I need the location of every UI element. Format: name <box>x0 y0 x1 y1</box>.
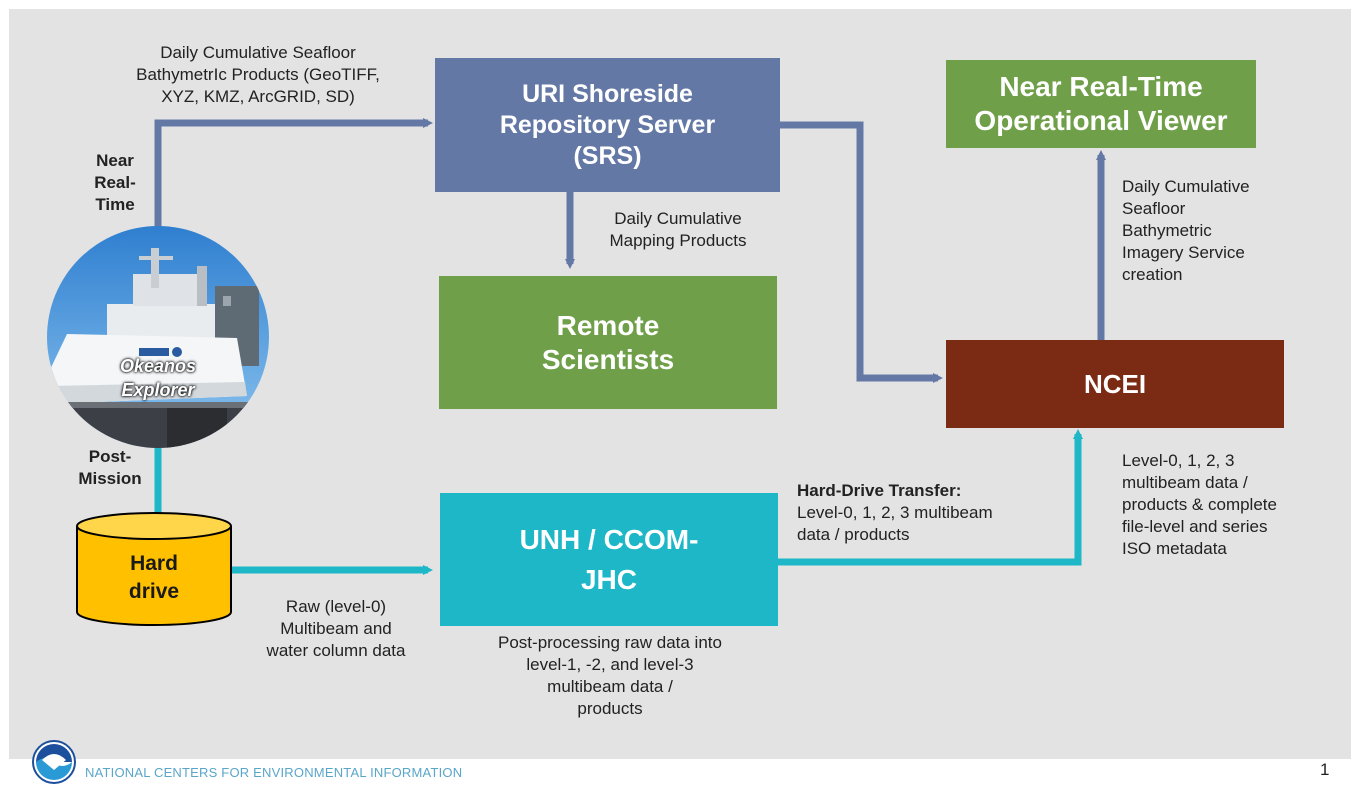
remote-scientists-box: Remote Scientists <box>439 276 777 409</box>
remote-scientists-label: Remote Scientists <box>541 309 675 375</box>
post-mission-label: Post- Mission <box>62 446 158 490</box>
near-real-time-text: Near Real-Time <box>94 151 136 214</box>
ncei-to-viewer-label: Daily Cumulative Seafloor Bathymetric Im… <box>1122 176 1312 286</box>
viewer-box-label: Near Real-Time Operational Viewer <box>974 71 1228 136</box>
arrow-unh-to-ncei <box>778 429 1083 566</box>
ship-name-label: Okeanos Explorer <box>119 356 197 400</box>
products-to-srs-label: Daily Cumulative Seafloor BathymetrIc Pr… <box>108 42 408 108</box>
viewer-box: Near Real-Time Operational Viewer <box>946 60 1256 148</box>
raw-data-label: Raw (level-0) Multibeam and water column… <box>246 596 426 662</box>
hard-drive-cylinder <box>76 512 232 626</box>
unh-box-label: UNH / CCOM- JHC <box>519 523 699 595</box>
arrow-ship-to-srs <box>154 118 433 228</box>
unh-box: UNH / CCOM- JHC <box>440 493 778 626</box>
ship-name: Okeanos Explorer <box>47 354 269 402</box>
hard-drive-label-wrap: Hard drive <box>74 540 234 616</box>
srs-box-label: URI Shoreside Repository Server (SRS) <box>499 79 716 170</box>
ncei-to-viewer-text: Daily Cumulative Seafloor Bathymetric Im… <box>1122 177 1250 284</box>
srs-to-scientists-label: Daily Cumulative Mapping Products <box>588 208 768 252</box>
ncei-box: NCEI <box>946 340 1284 428</box>
post-processing-label: Post-processing raw data into level-1, -… <box>455 632 765 720</box>
post-processing-text: Post-processing raw data into level-1, -… <box>498 633 722 718</box>
hard-drive-transfer-label: Hard-Drive Transfer: Level-0, 1, 2, 3 mu… <box>797 480 1067 546</box>
footer-agency: NATIONAL CENTERS FOR ENVIRONMENTAL INFOR… <box>85 765 463 780</box>
ncei-box-label: NCEI <box>1083 369 1147 399</box>
hard-drive-transfer-body: Level-0, 1, 2, 3 multibeam data / produc… <box>797 503 993 544</box>
ncei-archive-label: Level-0, 1, 2, 3 multibeam data / produc… <box>1122 450 1337 560</box>
noaa-logo <box>32 740 76 784</box>
arrow-srs-to-ncei <box>780 121 943 383</box>
srs-to-scientists-text: Daily Cumulative Mapping Products <box>609 209 747 250</box>
products-to-srs-text: Daily Cumulative Seafloor BathymetrIc Pr… <box>136 43 380 106</box>
near-real-time-label: Near Real-Time <box>80 150 150 216</box>
srs-box: URI Shoreside Repository Server (SRS) <box>435 58 780 192</box>
page-number: 1 <box>1320 760 1330 779</box>
hard-drive-label: Hard drive <box>128 552 180 603</box>
hard-drive-transfer-title: Hard-Drive Transfer: <box>797 481 962 500</box>
ncei-archive-text: Level-0, 1, 2, 3 multibeam data / produc… <box>1122 451 1277 558</box>
ship-photo <box>47 226 269 448</box>
raw-data-text: Raw (level-0) Multibeam and water column… <box>266 597 406 660</box>
post-mission-text: Post- Mission <box>78 447 142 488</box>
